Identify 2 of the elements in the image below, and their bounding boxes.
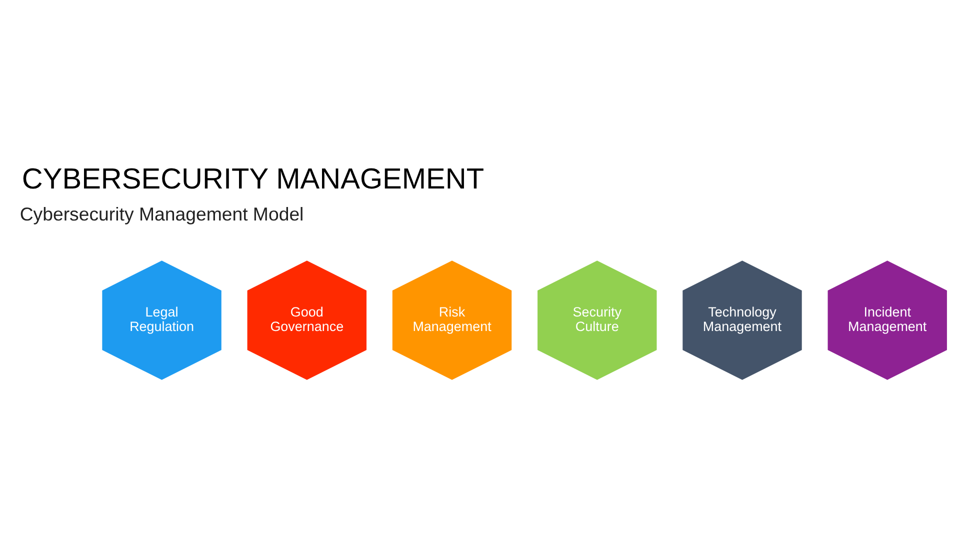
label: Cybersecurity Management Model [20, 203, 304, 224]
diagram-title: CYBERSECURITY MANAGEMENT [22, 163, 484, 196]
